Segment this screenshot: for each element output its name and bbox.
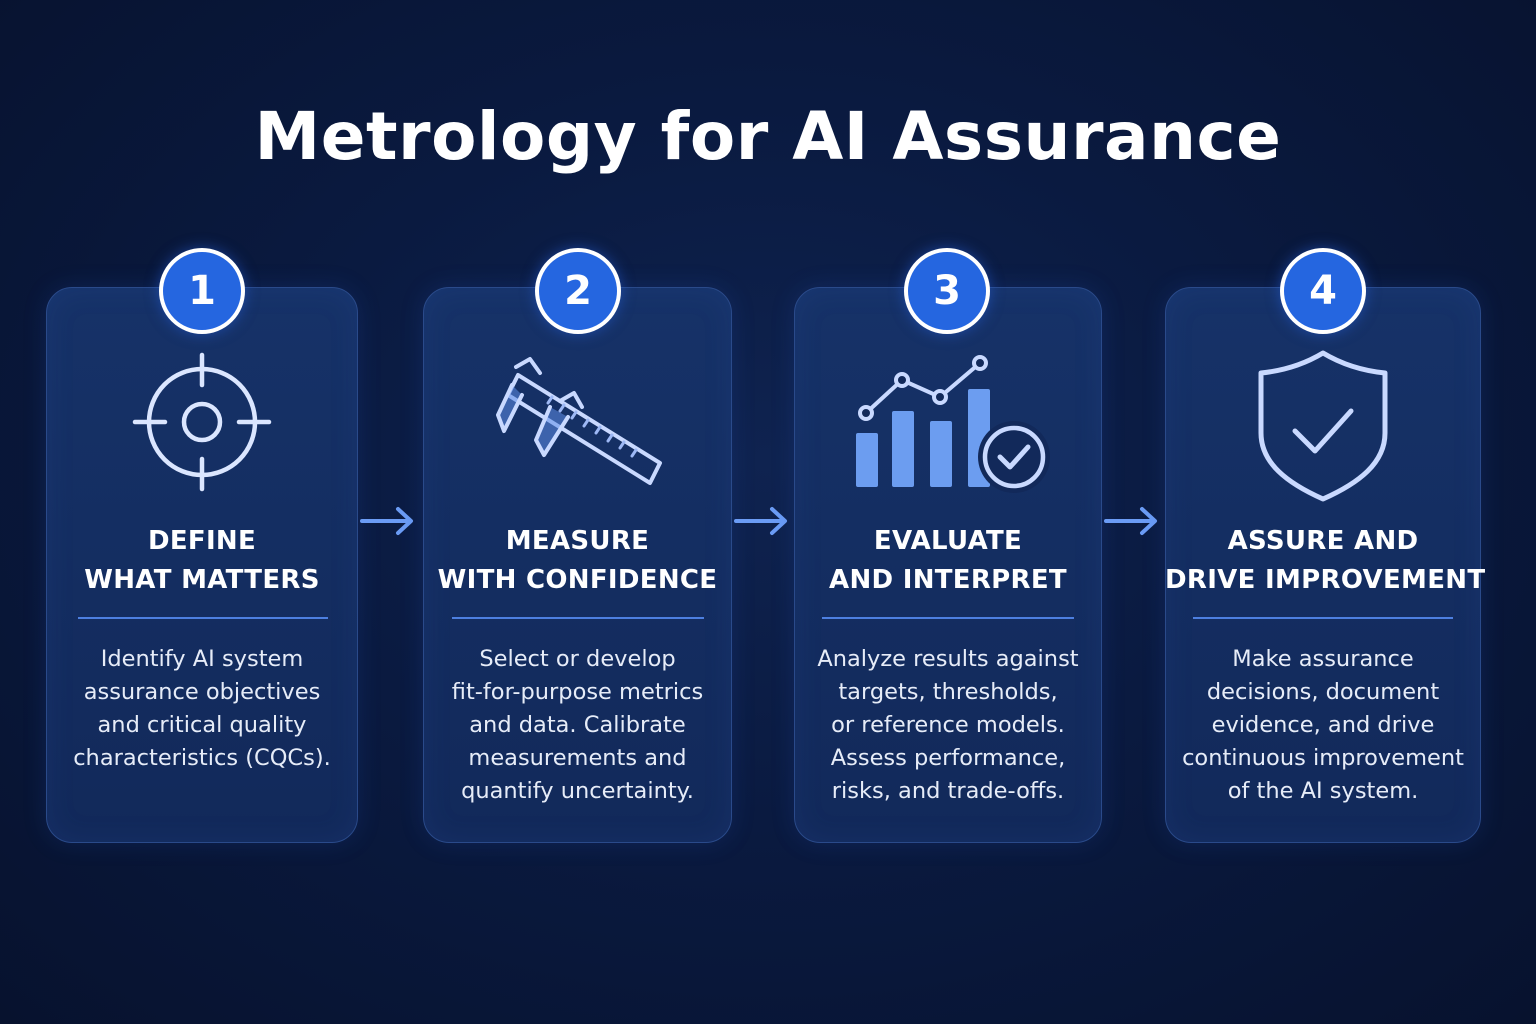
step-heading: MEASURE WITH CONFIDENCE (423, 522, 732, 600)
step-description-line: Analyze results against (817, 646, 1079, 672)
step-description-line: quantify uncertainty. (461, 778, 694, 804)
arrow-right-icon (734, 505, 790, 537)
arrow-right-icon (1104, 505, 1160, 537)
step-description: Select or develop fit-for-purpose metric… (423, 643, 732, 808)
step-description-line: and critical quality (97, 712, 307, 738)
step-description-line: fit-for-purpose metrics (451, 679, 704, 705)
step-description-line: Make assurance (1232, 646, 1414, 672)
target-crosshair-icon (102, 345, 302, 505)
step-heading-line: ASSURE AND (1227, 526, 1419, 556)
step-description-line: assurance objectives (83, 679, 321, 705)
step-heading-line: EVALUATE (873, 526, 1023, 556)
step-description-line: characteristics (CQCs). (73, 745, 331, 771)
step-heading: ASSURE AND DRIVE IMPROVEMENT (1165, 522, 1486, 600)
arrow-right-icon (360, 505, 416, 537)
step-number-badge: 4 (1280, 248, 1366, 334)
step-description-line: Identify AI system (100, 646, 304, 672)
step-divider (78, 617, 328, 619)
step-description-line: decisions, document (1206, 679, 1440, 705)
step-heading-line: MEASURE (505, 526, 650, 556)
caliper-icon (478, 345, 678, 505)
step-heading-line: WHAT MATTERS (84, 565, 320, 595)
page-title: Metrology for AI Assurance (254, 98, 1282, 175)
step-number-badge: 1 (159, 248, 245, 334)
step-description-line: evidence, and drive (1211, 712, 1435, 738)
step-divider (822, 617, 1074, 619)
shield-check-icon (1223, 345, 1423, 505)
step-heading-line: WITH CONFIDENCE (437, 565, 718, 595)
step-description-line: of the AI system. (1227, 778, 1419, 804)
step-description-line: or reference models. (831, 712, 1065, 738)
step-description-line: measurements and (468, 745, 687, 771)
step-divider (1193, 617, 1453, 619)
step-description-line: targets, thresholds, (838, 679, 1058, 705)
chart-check-icon (848, 345, 1050, 505)
step-heading: DEFINE WHAT MATTERS (46, 522, 358, 600)
step-description-line: Assess performance, (830, 745, 1066, 771)
step-description-line: Select or develop (479, 646, 676, 672)
step-heading-line: DEFINE (147, 526, 257, 556)
step-description-line: and data. Calibrate (469, 712, 686, 738)
step-heading-line: DRIVE IMPROVEMENT (1165, 565, 1486, 595)
step-number-badge: 2 (535, 248, 621, 334)
step-number-badge: 3 (904, 248, 990, 334)
step-card-assure (1165, 287, 1481, 843)
step-divider (452, 617, 704, 619)
step-description-line: continuous improvement (1182, 745, 1464, 771)
step-description-line: risks, and trade-offs. (831, 778, 1065, 804)
step-description: Identify AI system assurance objectives … (46, 643, 358, 775)
step-heading: EVALUATE AND INTERPRET (794, 522, 1102, 600)
step-description: Make assurance decisions, document evide… (1165, 643, 1481, 808)
step-heading-line: AND INTERPRET (829, 565, 1067, 595)
step-description: Analyze results against targets, thresho… (794, 643, 1102, 808)
